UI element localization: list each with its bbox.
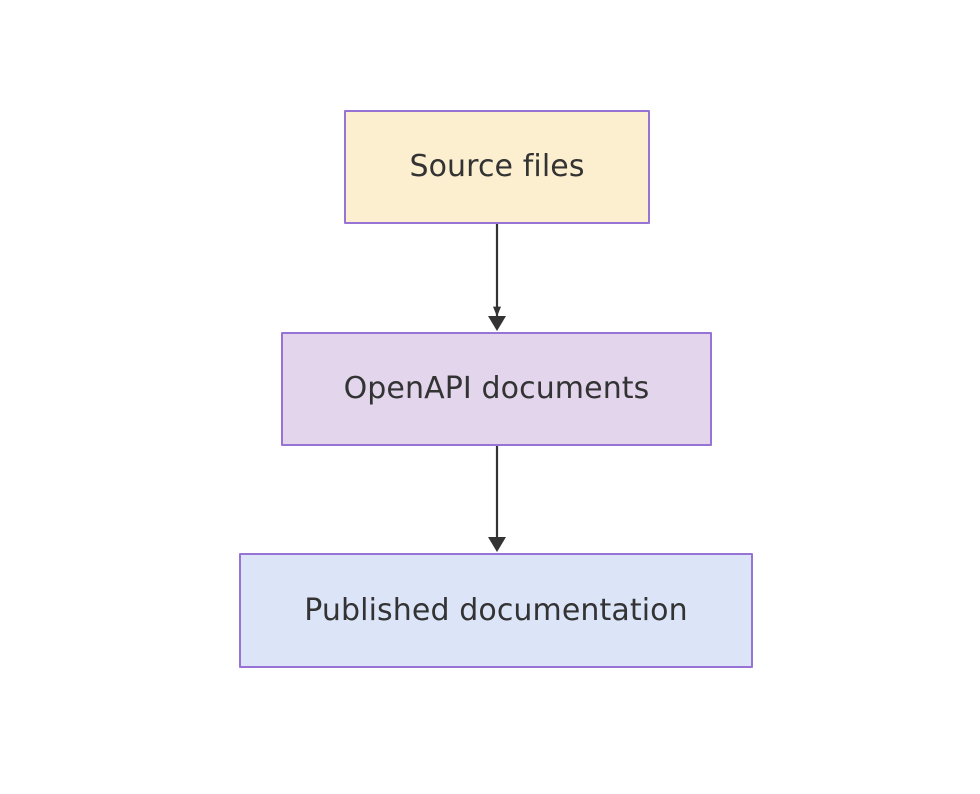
- flowchart-node-published-documentation[interactable]: Published documentation: [239, 553, 753, 668]
- edge-openapi-to-published: [488, 446, 506, 552]
- node-label: OpenAPI documents: [343, 371, 650, 406]
- arrowhead-icon: [488, 316, 506, 331]
- node-label: Published documentation: [304, 592, 688, 628]
- node-label: Source files: [409, 149, 585, 184]
- flowchart-node-source-files[interactable]: Source files: [344, 110, 650, 224]
- edge-source-to-openapi: [488, 224, 506, 331]
- flowchart-node-openapi-documents[interactable]: OpenAPI documents: [281, 332, 712, 446]
- arrowhead-icon: [488, 537, 506, 552]
